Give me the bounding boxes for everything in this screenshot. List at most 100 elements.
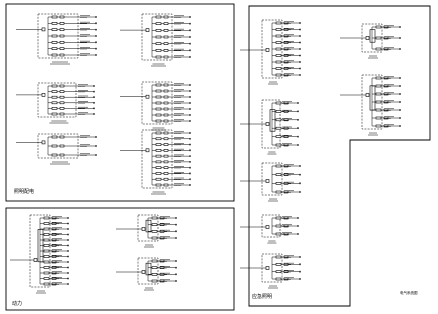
breaker-symbol <box>375 47 382 51</box>
main-breaker-symbol <box>41 93 46 97</box>
circuit-end <box>95 145 97 147</box>
circuit-end <box>299 191 301 193</box>
breaker-symbol <box>375 108 382 112</box>
contact-symbol <box>383 124 389 128</box>
circuit-end <box>67 239 69 241</box>
circuit-end <box>189 102 191 104</box>
breaker-symbol <box>275 164 282 168</box>
breaker-symbol <box>375 124 382 128</box>
circuit-end <box>189 22 191 25</box>
contact-symbol <box>59 15 65 19</box>
circuit-end <box>189 56 191 58</box>
circuit-end <box>189 36 191 38</box>
breaker-symbol <box>155 55 162 59</box>
main-breaker-symbol <box>145 28 150 32</box>
circuit-end <box>67 255 69 258</box>
contact-symbol <box>283 41 289 44</box>
contact-symbol <box>283 21 289 25</box>
circuit-end <box>67 272 69 274</box>
main-breaker-symbol <box>265 225 270 229</box>
contact-symbol <box>163 29 169 32</box>
contact-symbol <box>163 149 169 152</box>
contact-symbol <box>51 233 57 236</box>
contact-symbol <box>283 47 289 51</box>
contact-symbol <box>163 166 169 169</box>
circuit-end <box>189 42 191 45</box>
contact-symbol <box>163 107 169 111</box>
breaker-symbol <box>151 223 158 226</box>
breaker-symbol <box>375 76 382 80</box>
breaker-symbol <box>155 29 162 32</box>
contact-symbol <box>283 135 289 138</box>
breaker-symbol <box>275 182 282 185</box>
contact-symbol <box>283 60 289 64</box>
breaker-symbol <box>155 83 162 87</box>
contact-symbol <box>51 238 57 242</box>
circuit-end <box>299 256 301 258</box>
breaker-symbol <box>155 22 162 25</box>
contact-symbol <box>383 47 389 51</box>
breaker-symbol <box>375 36 382 40</box>
contact-symbol <box>159 216 165 220</box>
breaker-symbol <box>151 259 158 263</box>
breaker-symbol <box>275 67 282 70</box>
breaker-symbol <box>155 35 162 39</box>
circuit-end <box>189 137 191 140</box>
circuit-end <box>67 244 69 247</box>
main-breaker-symbol <box>41 140 46 145</box>
circuit-end <box>175 273 177 276</box>
contact-symbol <box>163 22 169 25</box>
breaker-symbol <box>155 101 162 105</box>
breaker-symbol <box>43 282 50 286</box>
circuit-end <box>93 90 95 93</box>
breaker-symbol <box>51 34 58 38</box>
circuit-end <box>189 184 191 186</box>
circuit-end <box>189 178 191 181</box>
circuit-end <box>189 166 191 169</box>
contact-symbol <box>59 107 65 110</box>
circuit-end <box>189 120 191 122</box>
circuit-end <box>299 28 301 31</box>
contact-symbol <box>383 116 389 120</box>
contact-symbol <box>59 47 65 50</box>
contact-symbol <box>51 227 57 231</box>
circuit-end <box>93 85 95 87</box>
circuit-end <box>95 41 97 44</box>
main-breaker-symbol <box>145 94 150 99</box>
breaker-symbol <box>155 15 162 19</box>
contact-symbol <box>383 25 389 29</box>
breaker-symbol <box>51 84 58 88</box>
contact-symbol <box>283 110 289 113</box>
contact-symbol <box>283 263 289 266</box>
circuit-end <box>297 127 299 130</box>
contact-symbol <box>383 100 389 104</box>
contact-symbol <box>51 244 57 247</box>
circuit-end <box>189 172 191 175</box>
breaker-symbol <box>151 279 158 283</box>
contact-symbol <box>59 135 65 139</box>
circuit-end <box>299 48 301 50</box>
circuit-end <box>67 217 69 219</box>
contact-symbol <box>163 49 169 52</box>
contact-symbol <box>383 84 389 88</box>
contact-symbol <box>283 216 289 220</box>
panel-label-emergency: 应急照明 <box>252 293 272 300</box>
circuit-end <box>399 93 401 95</box>
contact-symbol <box>163 160 169 164</box>
breaker-symbol <box>155 89 162 93</box>
contact-symbol <box>383 108 389 112</box>
contact-symbol <box>59 90 65 93</box>
circuit-end <box>297 135 299 138</box>
circuit-end <box>297 225 299 227</box>
circuit-end <box>189 84 191 86</box>
contact-symbol <box>283 190 289 194</box>
contact-symbol <box>163 183 169 187</box>
circuit-end <box>399 117 401 119</box>
contact-symbol <box>163 42 169 45</box>
breaker-symbol <box>51 41 58 44</box>
circuit-end <box>399 48 401 50</box>
breaker-symbol <box>275 143 282 147</box>
main-breaker-symbol <box>145 148 150 153</box>
contact-symbol <box>283 73 289 77</box>
contact-symbol <box>283 224 289 228</box>
